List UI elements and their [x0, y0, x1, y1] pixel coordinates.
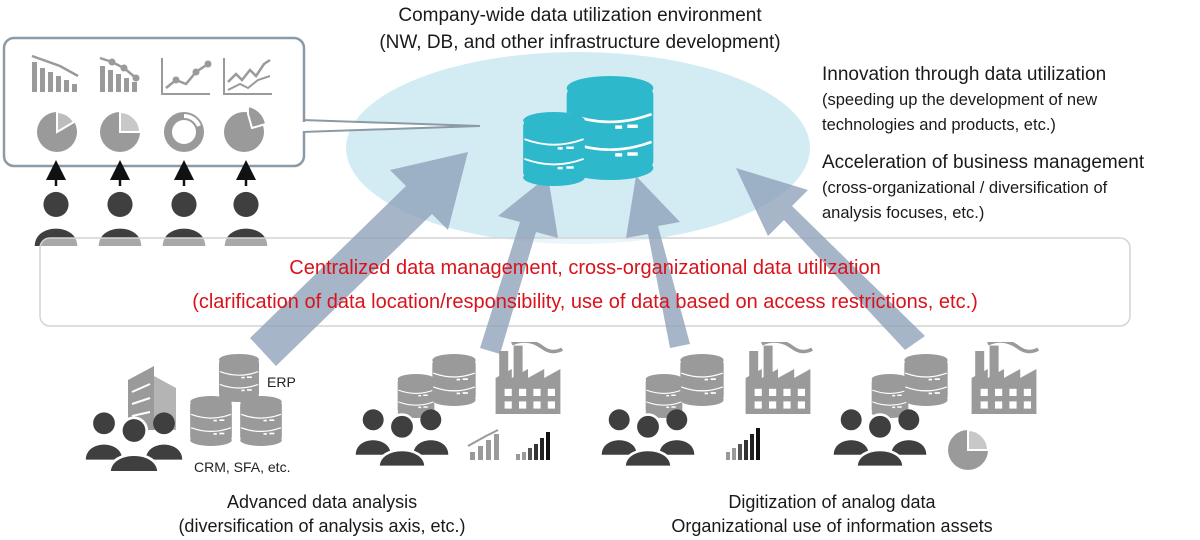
- pie-chart-icon: [37, 110, 77, 152]
- bottom-left-line-1: Advanced data analysis: [226, 492, 418, 512]
- pie-chart-icon: [100, 110, 142, 152]
- database-icon: [239, 396, 283, 446]
- benefit-acceleration: Acceleration of business management (cro…: [822, 150, 1198, 226]
- database-icon: [218, 354, 260, 402]
- bar-chart-icon: [516, 432, 550, 460]
- bar-chart-down-icon: [99, 56, 140, 92]
- bar-chart-down-icon: [31, 54, 79, 92]
- person-icon: [34, 160, 78, 246]
- person-icon: [98, 160, 142, 246]
- benefit-detail: analysis focuses, etc.): [822, 204, 985, 222]
- bar-chart-icon: [726, 428, 760, 460]
- person-icon: [162, 160, 206, 246]
- factory-icon: [969, 342, 1040, 414]
- flow-arrow-1: [250, 152, 468, 366]
- environment-subtitle: (NW, DB, and other infrastructure develo…: [379, 32, 781, 53]
- person-icon: [224, 160, 268, 246]
- pie-chart-icon: [948, 428, 990, 470]
- flow-arrow-3: [626, 176, 690, 348]
- flow-arrow-4: [736, 168, 925, 350]
- benefit-heading: Acceleration of business management: [822, 152, 1145, 173]
- people-icon: [600, 407, 696, 468]
- flow-arrow-2: [480, 176, 558, 354]
- people-icon: [84, 410, 184, 474]
- crm-label: CRM, SFA, etc.: [194, 459, 291, 475]
- benefit-detail: (speeding up the development of new: [822, 91, 1098, 109]
- bottom-right-line-2: Organizational use of information assets: [671, 516, 993, 536]
- benefit-detail: technologies and products, etc.): [822, 116, 1056, 134]
- benefit-heading: Innovation through data utilization: [822, 64, 1107, 85]
- central-band-text: Centralized data management, cross-organ…: [40, 238, 1130, 326]
- line-chart-up-icon: [161, 58, 212, 95]
- donut-chart-icon: [164, 112, 204, 152]
- bottom-left-line-2: (diversification of analysis axis, etc.): [178, 516, 466, 536]
- erp-label: ERP: [267, 374, 296, 390]
- people-icon: [354, 407, 450, 468]
- pie-chart-icon: [224, 104, 268, 152]
- line-chart-up-icon: [223, 58, 272, 95]
- bar-chart-up-icon: [467, 429, 499, 460]
- database-icon: [903, 354, 949, 406]
- benefit-detail: (cross-organizational / diversification …: [822, 179, 1108, 197]
- bottom-right-line-1: Digitization of analog data: [728, 492, 936, 512]
- environment-title: Company-wide data utilization environmen…: [398, 5, 762, 26]
- band-line-1: Centralized data management, cross-organ…: [289, 257, 881, 279]
- database-icon: [431, 354, 477, 406]
- people-icon: [832, 407, 928, 468]
- factory-icon: [493, 342, 564, 414]
- factory-icon: [743, 342, 814, 414]
- benefit-innovation: Innovation through data utilization (spe…: [822, 62, 1198, 138]
- database-icon: [679, 354, 725, 406]
- band-line-2: (clarification of data location/responsi…: [192, 291, 978, 313]
- database-icon: [189, 396, 233, 446]
